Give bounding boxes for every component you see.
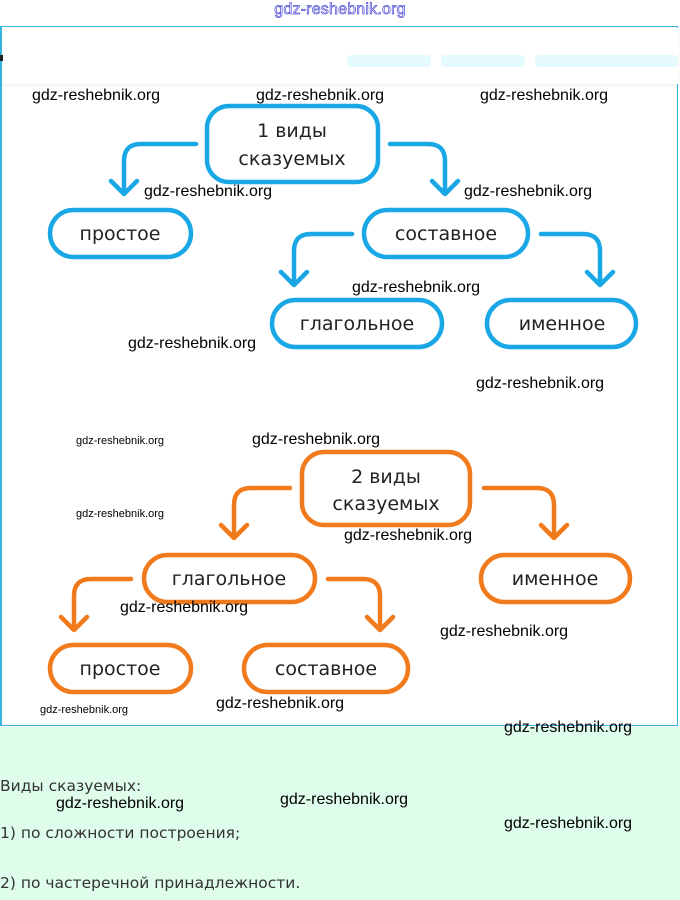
- watermark: gdz-reshebnik.org: [76, 435, 165, 447]
- d1-verbal-node: [269, 297, 445, 350]
- d1-arrow-to-verbal: [278, 231, 355, 288]
- d1-compound-label: составное: [395, 223, 497, 245]
- d2-arrow-to-verbal: [218, 485, 293, 541]
- d1-root-node: [204, 103, 381, 185]
- watermark: gdz-reshebnik.org: [216, 695, 345, 712]
- d2-simple-node: [47, 642, 194, 695]
- diagram-1-labels: 1 виды сказуемых простое составное глаго…: [80, 120, 606, 335]
- d1-simple-node: [47, 207, 194, 260]
- watermark: gdz-reshebnik.org: [344, 527, 473, 544]
- d2-compound-node: [241, 642, 411, 695]
- d1-root-line2: сказуемых: [238, 148, 345, 170]
- watermark: gdz-reshebnik.org: [128, 335, 257, 352]
- diagram-2-labels: 2 виды сказуемых глагольное именное прос…: [80, 466, 599, 680]
- d2-verbal-node: [141, 552, 318, 605]
- watermark: gdz-reshebnik.org: [256, 87, 385, 104]
- answer-title: Виды сказуемых:: [0, 777, 142, 795]
- d1-root-line1: 1 виды: [257, 120, 327, 142]
- header-watermark: gdz-reshebnik.org: [274, 1, 406, 19]
- watermark: gdz-reshebnik.org: [504, 815, 633, 832]
- d1-verbal-label: глагольное: [300, 313, 414, 335]
- toolbar-placeholder-3: [535, 55, 678, 67]
- toolbar-handle: [0, 55, 3, 61]
- watermark: gdz-reshebnik.org: [120, 599, 249, 616]
- d2-arrow-to-nominal: [481, 485, 570, 541]
- watermark: gdz-reshebnik.org: [480, 87, 609, 104]
- diagram-1: [47, 103, 639, 350]
- watermark: gdz-reshebnik.org: [476, 375, 605, 392]
- d2-simple-label: простое: [80, 658, 161, 680]
- d1-compound-node: [361, 207, 531, 260]
- toolbar-placeholder-2: [441, 55, 525, 67]
- toolbar-placeholder-1: [347, 55, 431, 67]
- d1-nominal-label: именное: [519, 313, 606, 335]
- d2-root-node: [299, 449, 473, 528]
- d2-nominal-label: именное: [512, 568, 599, 590]
- diagram-2: [47, 449, 633, 695]
- watermark: gdz-reshebnik.org: [32, 87, 161, 104]
- watermark: gdz-reshebnik.org: [40, 704, 129, 716]
- d1-arrow-to-nominal: [538, 231, 616, 288]
- d2-root-line1: 2 виды: [351, 466, 421, 488]
- d2-arrow-to-compound: [325, 576, 396, 633]
- d2-verbal-label: глагольное: [172, 568, 286, 590]
- answer-item-1: 1) по сложности построения;: [0, 824, 241, 842]
- watermark: gdz-reshebnik.org: [464, 183, 593, 200]
- toolbar: [0, 28, 678, 84]
- d1-arrow-to-simple: [108, 141, 199, 197]
- answer-item-2: 2) по частеречной принадлежности.: [0, 874, 301, 892]
- answer-panel: [0, 727, 680, 900]
- watermark: gdz-reshebnik.org: [440, 623, 569, 640]
- d1-arrow-to-compound: [387, 141, 461, 197]
- watermark: gdz-reshebnik.org: [280, 791, 409, 808]
- d1-nominal-node: [484, 297, 639, 350]
- watermark: gdz-reshebnik.org: [144, 183, 273, 200]
- d1-simple-label: простое: [80, 223, 161, 245]
- watermark: gdz-reshebnik.org: [352, 279, 481, 296]
- d2-arrow-to-simple: [58, 576, 134, 633]
- d2-compound-label: составное: [275, 658, 377, 680]
- d2-nominal-node: [478, 552, 633, 605]
- diagram-frame: [0, 26, 678, 726]
- watermark: gdz-reshebnik.org: [504, 719, 633, 736]
- watermark: gdz-reshebnik.org: [252, 431, 381, 448]
- watermark: gdz-reshebnik.org: [56, 795, 185, 812]
- watermark: gdz-reshebnik.org: [76, 508, 165, 520]
- d2-root-line2: сказуемых: [332, 493, 439, 515]
